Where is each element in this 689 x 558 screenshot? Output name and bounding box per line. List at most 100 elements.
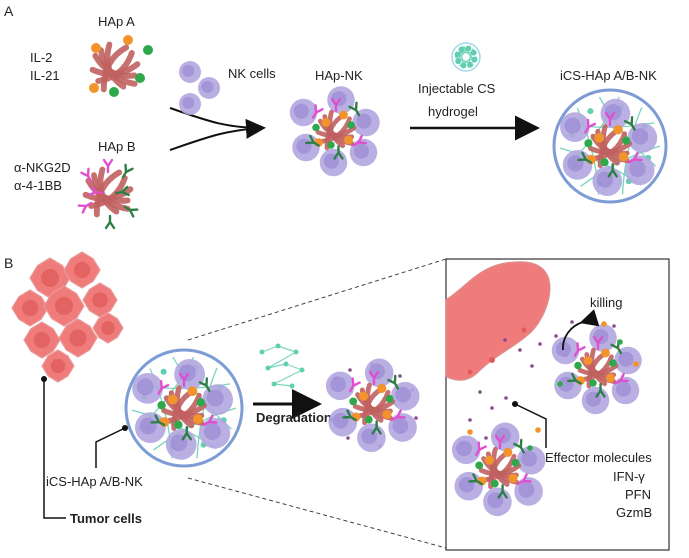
effector-dot (592, 316, 596, 320)
antibody (592, 335, 604, 351)
antibody (584, 118, 597, 134)
cytokine-green (617, 339, 623, 345)
nk-cell-nucleus (206, 389, 224, 407)
zoom-line-top (187, 258, 447, 341)
hydrogel-node (289, 383, 295, 389)
antibody (604, 111, 616, 127)
hap-nk-complex (289, 86, 380, 177)
effector-dot (538, 342, 542, 346)
hap-b-particle (77, 158, 139, 230)
cytokine-green (364, 415, 373, 424)
nk-cell-nucleus (458, 476, 475, 493)
cytokine-orange (601, 348, 610, 358)
antibody (517, 473, 532, 486)
nk-cell-nucleus (564, 117, 581, 134)
hydrogel-node (299, 367, 305, 373)
antibody (513, 438, 525, 454)
antibody (80, 167, 93, 183)
ics-callout-line (95, 427, 126, 468)
effector-dot (346, 436, 350, 440)
antibody (121, 163, 134, 179)
cytokine-green (174, 420, 183, 429)
antibody (595, 383, 606, 398)
tumor-nucleus (55, 297, 73, 315)
nk-cell-nucleus (353, 143, 369, 159)
cytokine-orange (535, 427, 541, 433)
tumor-nucleus (41, 269, 59, 287)
cytokine-green (600, 158, 609, 167)
cytokine-orange (123, 35, 133, 45)
hydrogel-node (265, 365, 271, 371)
antibody (352, 134, 367, 147)
antibody (123, 205, 139, 218)
effector-dot (490, 406, 494, 410)
antibody (114, 185, 130, 197)
cytokine-orange (633, 361, 639, 367)
antibody (607, 163, 618, 178)
antibody (573, 342, 586, 357)
effector-dot (478, 390, 482, 394)
tumor-granule (521, 327, 527, 333)
antibody (157, 380, 170, 395)
effector-title: Effector molecules (545, 450, 652, 465)
killing-arrow (562, 309, 600, 351)
nk-cell-nucleus (632, 128, 649, 145)
effector-gzmb: GzmB (616, 505, 652, 520)
cytokine-green (196, 398, 205, 407)
effector-dot (484, 436, 488, 440)
tumor-nucleus (33, 331, 51, 349)
antibody (567, 372, 582, 385)
cytokine-orange (187, 386, 198, 397)
nk-cell-nucleus (518, 482, 535, 498)
cytokine-orange (503, 447, 513, 457)
effector-dot (612, 324, 616, 328)
effector-dot (348, 368, 352, 372)
antibody (181, 426, 193, 441)
antibody (494, 434, 506, 450)
particle-strand (100, 44, 130, 93)
nk-cell-nucleus (182, 96, 195, 109)
degraded-hydrogel-icon (259, 343, 305, 389)
cytokine-green (143, 45, 153, 55)
antibody-nkg2d-label: α-NKG2D (14, 160, 71, 175)
hap-a-particle (89, 35, 153, 97)
antibody (468, 473, 483, 486)
degraded-strand (273, 383, 293, 387)
effector-dot (554, 334, 558, 338)
cytokine-green (574, 361, 582, 370)
hydrogel-node (259, 349, 265, 355)
effector-dot (468, 418, 472, 422)
nk-cell-nucleus (330, 376, 346, 393)
cytokine-green (349, 397, 358, 406)
hap-nk-label: HAp-NK (315, 68, 363, 83)
hydrogel-node (460, 62, 467, 69)
nk-cell-nucleus (332, 412, 349, 429)
hydrogel-node (275, 343, 281, 349)
antibody (371, 420, 382, 435)
released-hap-nk (325, 358, 420, 453)
cytokine-il2-label: IL-2 (30, 50, 52, 65)
degraded-strand (277, 345, 297, 353)
ics-b-label: iCS-HAp A/B-NK (46, 474, 143, 489)
tumor-nucleus (92, 292, 108, 308)
hydrogel-node (454, 51, 461, 58)
cytokine-orange (359, 391, 369, 401)
nk-cell-nucleus (615, 381, 631, 397)
cytokine-green (609, 359, 617, 367)
hap-b-title: HAp B (98, 139, 136, 154)
hydrogel-icon (451, 42, 481, 72)
nk-cell-nucleus (456, 440, 472, 457)
antibody (368, 370, 380, 386)
hydrogel-label-line2: hydrogel (428, 104, 478, 119)
hap-a-title: HAp A (98, 14, 135, 29)
cytokine-orange (583, 356, 593, 365)
particle-strand (91, 172, 131, 212)
effector-dot (398, 374, 402, 378)
ics-final-label: iCS-HAp A/B-NK (560, 68, 657, 83)
cytokine-orange (89, 83, 99, 93)
tumor-nucleus (73, 261, 91, 279)
killing-label: killing (590, 295, 623, 310)
tumor-nucleus (50, 358, 66, 374)
nk-cell-nucleus (293, 103, 309, 119)
